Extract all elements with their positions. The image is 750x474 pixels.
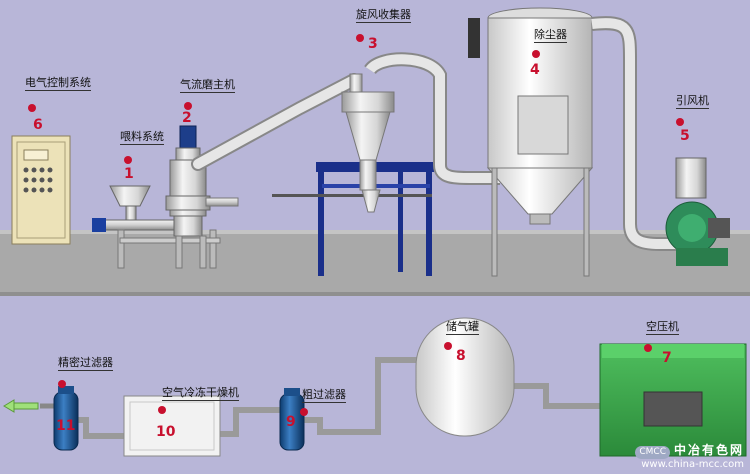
watermark-logo: CMCC	[635, 446, 670, 459]
label-fine-filter: 精密过滤器	[58, 356, 113, 371]
num-induced-fan: 5	[680, 128, 690, 144]
feeder-unit	[92, 185, 221, 269]
cyclone-collector	[341, 73, 395, 213]
section-divider	[0, 292, 750, 296]
num-jet-mill: 2	[182, 110, 192, 126]
control-cabinet	[11, 135, 71, 245]
watermark-main: 中冶有色网	[673, 443, 744, 457]
num-air-tank: 8	[456, 348, 466, 364]
num-dust-collector: 4	[530, 62, 540, 78]
label-compressor: 空压机	[646, 320, 679, 335]
label-induced-fan: 引风机	[676, 94, 709, 109]
jet-mill-unit	[165, 125, 239, 269]
label-coarse-filter: 粗过滤器	[302, 388, 346, 403]
num-control-system: 6	[33, 117, 43, 133]
num-coarse-filter: 9	[286, 414, 296, 430]
coarse-filter	[279, 388, 305, 451]
air-line	[40, 357, 600, 439]
num-cyclone: 3	[368, 36, 378, 52]
air-compressor	[599, 343, 747, 457]
fine-filter	[53, 386, 79, 451]
air-outlet-arrow	[3, 399, 15, 413]
num-feeder: 1	[124, 166, 134, 182]
label-dust-collector: 除尘器	[534, 28, 567, 43]
label-feeder: 喂料系统	[120, 130, 164, 145]
num-fine-filter: 11	[56, 418, 76, 434]
watermark-url: www.china-mcc.com	[641, 459, 744, 470]
num-air-dryer: 10	[156, 424, 176, 440]
label-jet-mill: 气流磨主机	[180, 78, 235, 93]
label-cyclone: 旋风收集器	[356, 8, 411, 23]
dust-collector	[468, 7, 594, 277]
induced-fan	[665, 157, 730, 266]
label-air-tank: 储气罐	[446, 320, 479, 335]
label-control-system: 电气控制系统	[25, 76, 91, 91]
label-air-dryer: 空气冷冻干燥机	[162, 386, 239, 401]
air-dryer	[123, 395, 221, 457]
air-tank	[415, 317, 515, 437]
num-compressor: 7	[662, 350, 672, 366]
